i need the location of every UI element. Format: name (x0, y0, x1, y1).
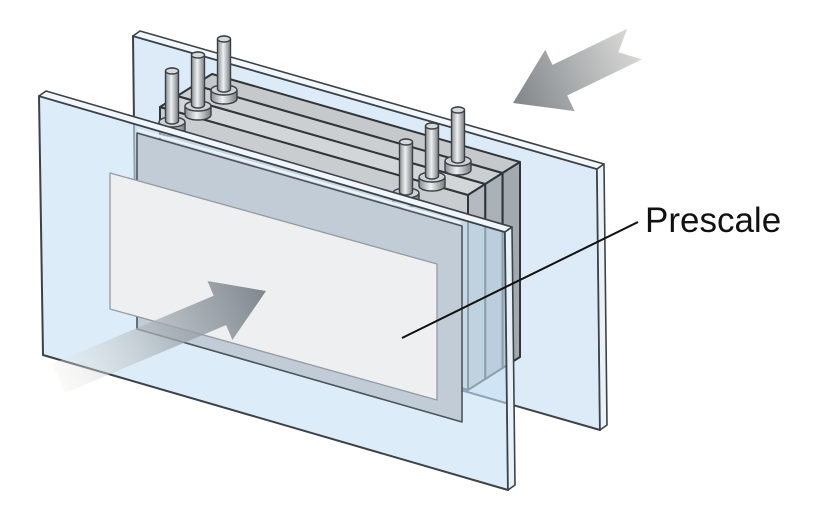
prescale-label: Prescale (645, 201, 781, 240)
front-window-highlight (137, 128, 462, 225)
leader-line (401, 221, 639, 339)
prescale-annotation: Prescale (401, 201, 781, 339)
compression-arrow-top-right (513, 28, 642, 112)
compression-arrow-bottom-left (52, 281, 266, 393)
front-plate-right-edge (504, 226, 516, 491)
stack-front-window (109, 128, 463, 423)
back-plate-right-edge (596, 163, 608, 431)
prescale-film (109, 172, 438, 401)
